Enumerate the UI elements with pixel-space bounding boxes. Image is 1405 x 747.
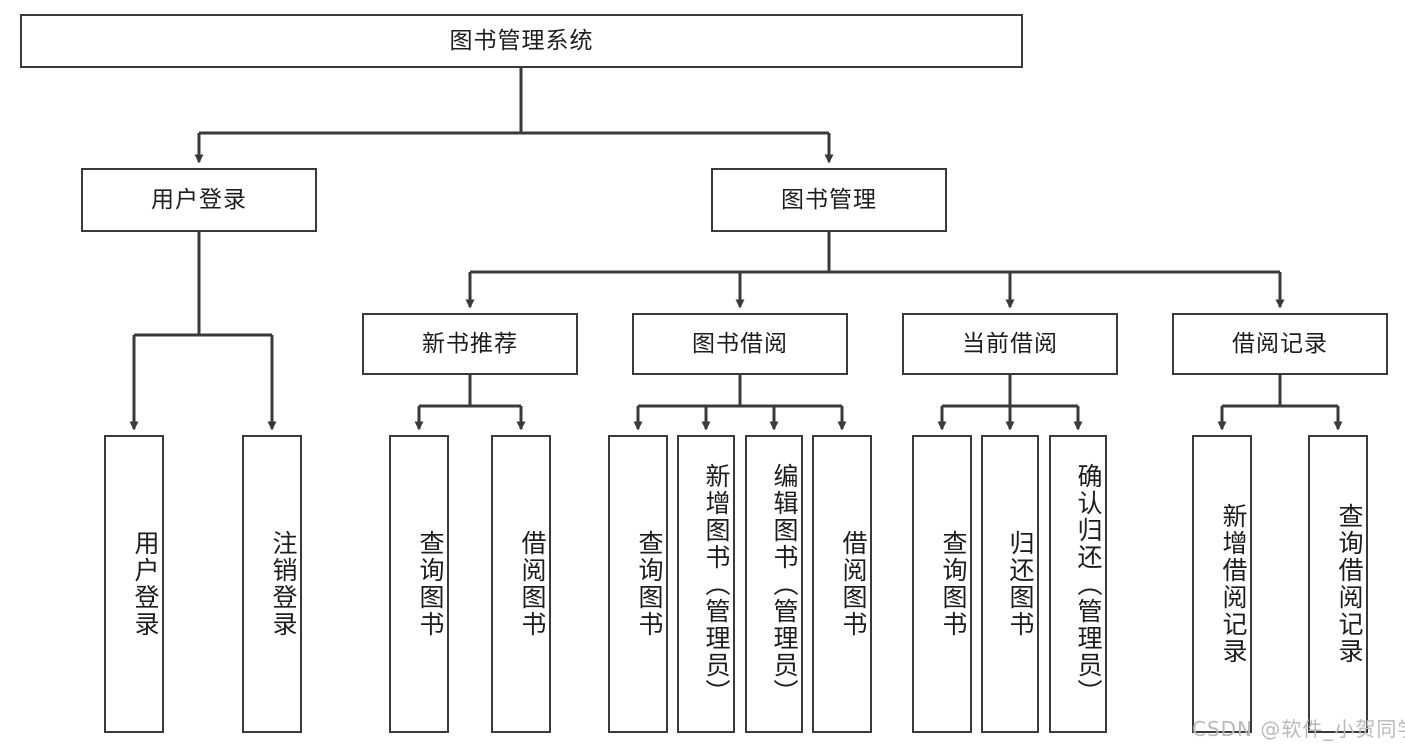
- node-label: 查询图书: [635, 530, 664, 638]
- node-leaf-edit-book-admin[interactable]: 编辑图书（管理员）: [745, 435, 803, 733]
- node-label: 查询图书: [416, 530, 445, 638]
- node-leaf-query-book-recommend[interactable]: 查询图书: [389, 435, 449, 733]
- node-label: 注销登录: [269, 530, 298, 638]
- node-leaf-user-login[interactable]: 用户登录: [104, 435, 164, 733]
- node-root-book-management-system[interactable]: 图书管理系统: [20, 14, 1023, 68]
- node-label: 当前借阅: [962, 330, 1058, 357]
- node-label: 借阅记录: [1232, 330, 1328, 357]
- node-leaf-borrow-book-recommend[interactable]: 借阅图书: [491, 435, 551, 733]
- node-user-login[interactable]: 用户登录: [81, 168, 317, 232]
- node-leaf-logout[interactable]: 注销登录: [242, 435, 302, 733]
- node-label: 确认归还（管理员）: [1074, 462, 1103, 706]
- node-label: 用户登录: [151, 186, 247, 213]
- node-label: 借阅图书: [518, 530, 547, 638]
- node-new-book-recommend[interactable]: 新书推荐: [362, 313, 578, 375]
- node-label: 图书管理系统: [449, 27, 594, 54]
- node-leaf-query-borrow-record[interactable]: 查询借阅记录: [1308, 435, 1368, 733]
- node-label: 新书推荐: [422, 330, 518, 357]
- node-leaf-query-book-borrow[interactable]: 查询图书: [608, 435, 668, 733]
- node-label: 归还图书: [1006, 530, 1035, 638]
- node-label: 图书借阅: [692, 330, 788, 357]
- node-label: 借阅图书: [839, 530, 868, 638]
- node-label: 新增图书（管理员）: [702, 462, 731, 706]
- node-label: 新增借阅记录: [1219, 503, 1248, 665]
- node-label: 查询借阅记录: [1335, 503, 1364, 665]
- node-label: 编辑图书（管理员）: [770, 462, 799, 706]
- node-leaf-query-book-current[interactable]: 查询图书: [912, 435, 972, 733]
- node-borrow-record[interactable]: 借阅记录: [1172, 313, 1388, 375]
- node-leaf-add-book-admin[interactable]: 新增图书（管理员）: [677, 435, 735, 733]
- node-current-borrow[interactable]: 当前借阅: [902, 313, 1118, 375]
- node-book-borrow[interactable]: 图书借阅: [632, 313, 848, 375]
- node-leaf-return-book[interactable]: 归还图书: [981, 435, 1039, 733]
- node-label: 查询图书: [939, 530, 968, 638]
- node-leaf-borrow-book[interactable]: 借阅图书: [812, 435, 872, 733]
- node-label: 图书管理: [781, 186, 877, 213]
- node-leaf-confirm-return-admin[interactable]: 确认归还（管理员）: [1049, 435, 1107, 733]
- node-book-management[interactable]: 图书管理: [711, 168, 947, 232]
- node-leaf-add-borrow-record[interactable]: 新增借阅记录: [1192, 435, 1252, 733]
- csdn-watermark: CSDN @软件_小贺同学: [1192, 717, 1405, 741]
- node-label: 用户登录: [131, 530, 160, 638]
